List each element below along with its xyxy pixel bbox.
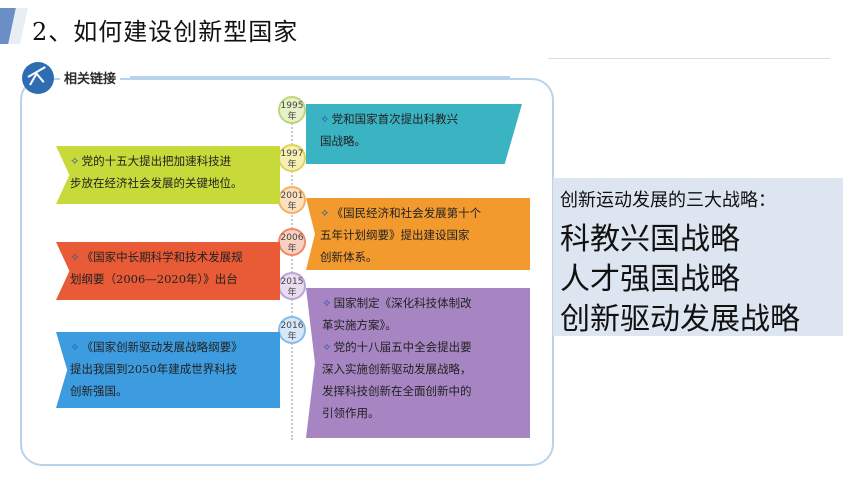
card-line: 创新体系。 [320,250,378,264]
globe-icon [22,62,54,94]
strategy-item: 科教兴国战略 [560,222,740,257]
card-line: ✧《国民经济和社会发展第十个 [320,206,482,220]
strategies-subtitle: 创新运动发展的三大战略： [560,190,776,211]
title-underline [548,58,830,59]
card-line: ✧国家制定《深化科技体制改 [322,296,472,310]
strategies-summary-box [553,178,843,336]
card-line: 划纲要（2006—2020年）》出台 [70,272,238,286]
card-line: 革实施方案》。 [322,318,397,332]
card-line: 创新强国。 [70,384,128,398]
event-card-1995: ✧党和国家首次提出科教兴 国战略。 [306,104,522,164]
panel-title: 相关链接 [60,68,121,87]
card-line: ✧《国家创新驱动发展战略纲要》 [70,340,243,354]
slide-title: 2、如何建设创新型国家 [32,18,299,46]
strategy-item: 创新驱动发展战略 [560,302,800,337]
event-card-2001: ✧《国民经济和社会发展第十个 五年计划纲要》提出建设国家 创新体系。 [306,198,530,270]
card-line: ✧党和国家首次提出科教兴 [320,112,459,126]
card-line: 五年计划纲要》提出建设国家 [320,228,470,242]
card-line: 发挥科技创新在全面创新中的 [322,384,472,398]
strategy-item: 人才强国战略 [560,262,740,297]
timeline-axis [291,100,293,440]
event-card-2015: ✧国家制定《深化科技体制改 革实施方案》。 ✧党的十八届五中全会提出要 深入实施… [306,288,530,438]
card-line: 步放在经济社会发展的关键地位。 [70,176,243,190]
event-card-2016: ✧《国家创新驱动发展战略纲要》 提出我国到2050年建成世界科技 创新强国。 [56,332,280,408]
panel-header-rule [130,76,510,78]
card-line: ✧党的十八届五中全会提出要 [322,340,472,354]
card-line: 引领作用。 [322,406,380,420]
card-line: ✧党的十五大提出把加速科技进 [70,154,232,168]
event-card-2006: ✧《国家中长期科学和技术发展规 划纲要（2006—2020年）》出台 [56,242,280,300]
card-line: ✧《国家中长期科学和技术发展规 [70,250,243,264]
card-line: 深入实施创新驱动发展战略， [322,362,472,376]
event-card-1997: ✧党的十五大提出把加速科技进 步放在经济社会发展的关键地位。 [56,146,280,204]
card-line: 国战略。 [320,134,366,148]
card-line: 提出我国到2050年建成世界科技 [70,362,238,376]
